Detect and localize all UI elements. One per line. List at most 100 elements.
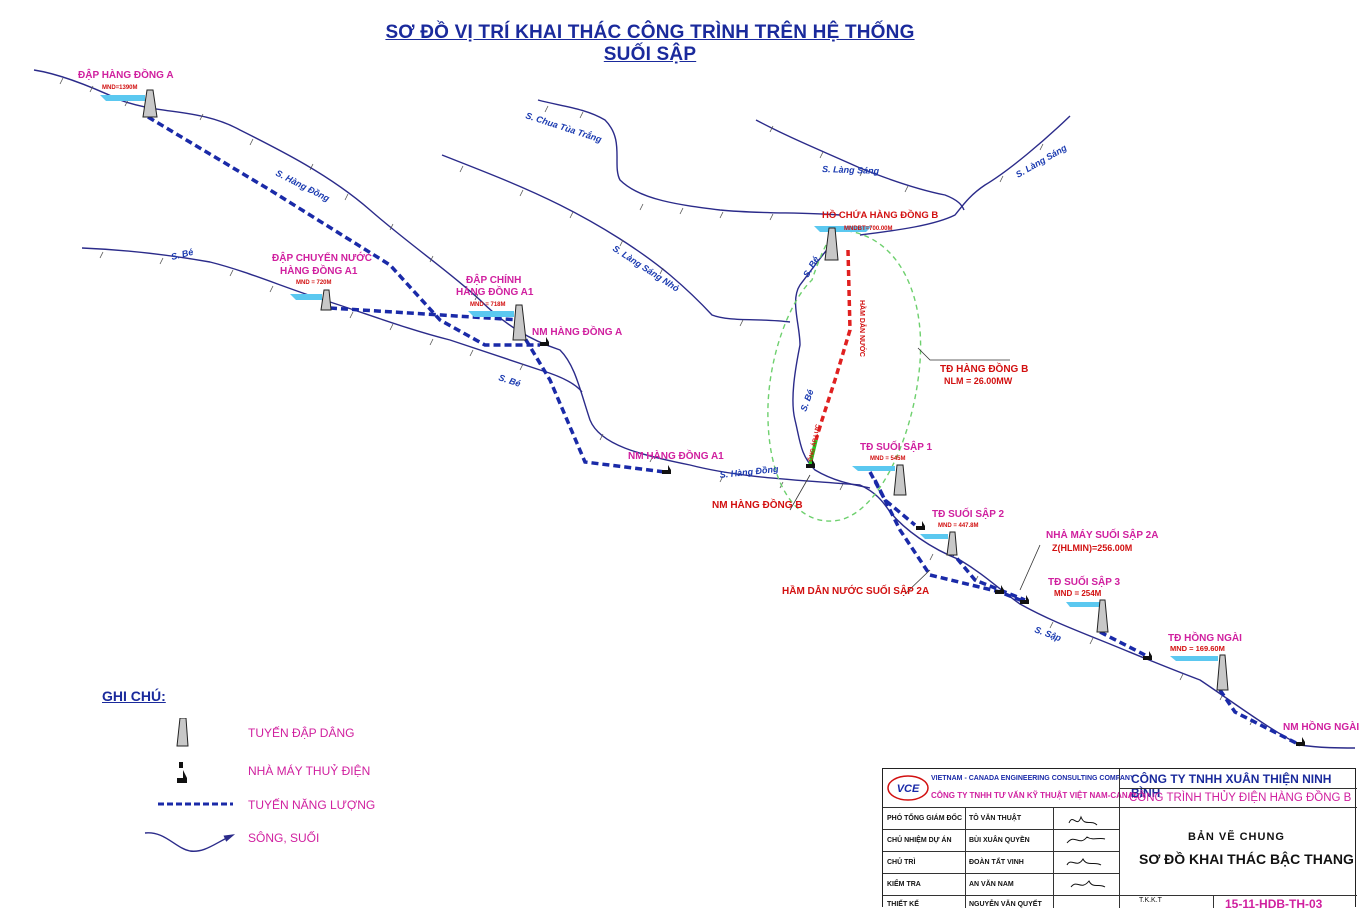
project-boundary-hang-dong-b bbox=[767, 229, 922, 522]
label-td-hong-ngai: TĐ HỒNG NGÀI bbox=[1168, 631, 1242, 644]
river-label-sap: S. Sập bbox=[1033, 624, 1063, 643]
river-lang-song-nho bbox=[441, 154, 791, 323]
reservoir-hang-dong-a1-main bbox=[468, 311, 514, 317]
river-label-chua-tua-trang: S. Chua Tủa Trắng bbox=[524, 109, 603, 144]
dam-hang-dong-a bbox=[142, 89, 158, 118]
legend-title: GHI CHÚ: bbox=[102, 688, 166, 704]
river-label-be-2: S. Bé bbox=[497, 372, 522, 388]
reservoir-suoi-sap-1 bbox=[852, 466, 895, 471]
drawing-type: BẢN VẼ CHUNG bbox=[1188, 831, 1285, 843]
label-nha-may-suoi-sap-2a: NHÀ MÁY SUỐI SẬP 2A bbox=[1046, 527, 1158, 541]
reservoir-hong-ngai bbox=[1170, 656, 1218, 661]
energy-lines bbox=[147, 115, 1301, 747]
dam-hang-dong-b bbox=[824, 227, 839, 261]
river-lang-sang-right bbox=[859, 115, 1071, 236]
legend-label-powerplant: NHÀ MÁY THUỶ ĐIỆN bbox=[248, 764, 371, 778]
river-hang-dong bbox=[33, 69, 1356, 749]
energy-line-suoi-sap-1 bbox=[868, 471, 917, 527]
label-td-suoi-sap-2-mnd: MND = 447.8M bbox=[938, 523, 979, 529]
river-lang-sang bbox=[755, 119, 965, 211]
label-dap-chinh-2: HÀNG ĐỒNG A1 bbox=[456, 285, 534, 298]
vce-logo-icon: VCE bbox=[887, 775, 929, 801]
name-1: TÔ VĂN THUẬT bbox=[969, 815, 1022, 822]
legend-item-river: SÔNG, SUỐI bbox=[100, 823, 420, 853]
label-ho-chua-mnd: MNDBT=700.00M bbox=[844, 226, 893, 232]
powerplant-suoi-sap-2a bbox=[1020, 595, 1029, 604]
label-td-suoi-sap-1: TĐ SUỐI SẬP 1 bbox=[860, 439, 932, 453]
role-4: KIỂM TRA bbox=[887, 881, 921, 888]
label-dap-hang-dong-a-mnd: MND=1390M bbox=[102, 85, 138, 91]
energy-line-suoi-sap-2 bbox=[948, 548, 1026, 602]
page-title: SƠ ĐỒ VỊ TRÍ KHAI THÁC CÔNG TRÌNH TRÊN H… bbox=[385, 22, 915, 65]
powerplant-suoi-sap-3 bbox=[1143, 651, 1152, 660]
reservoirs bbox=[100, 95, 1218, 661]
river-label-be-4: S. Bé bbox=[798, 388, 815, 413]
energy-line-suoi-sap-3 bbox=[1099, 630, 1146, 657]
name-5: NGUYỄN VĂN QUYẾT bbox=[969, 901, 1042, 908]
label-nm-hong-ngai: NM HỒNG NGÀI bbox=[1283, 720, 1359, 733]
legend-item-dam: TUYẾN ĐẬP DÂNG bbox=[100, 718, 420, 748]
bank-hatching bbox=[59, 77, 1254, 726]
river-label-be-3: S. Bé bbox=[801, 255, 821, 279]
river-label-be-1: S. Bé bbox=[170, 247, 194, 262]
river-be-left bbox=[81, 247, 583, 393]
title-block: VCE VIETNAM - CANADA ENGINEERING CONSULT… bbox=[882, 768, 1357, 911]
label-td-suoi-sap-2: TĐ SUỐI SẬP 2 bbox=[932, 506, 1004, 520]
reservoir-suoi-sap-3 bbox=[1066, 602, 1100, 607]
river-icon bbox=[144, 832, 236, 852]
dam-hong-ngai bbox=[1216, 654, 1229, 691]
role-1: PHÓ TỔNG GIÁM ĐỐC bbox=[887, 815, 963, 822]
river-network bbox=[33, 69, 1356, 749]
label-nm-hang-dong-b: NM HÀNG ĐỒNG B bbox=[712, 498, 803, 511]
reservoir-suoi-sap-2 bbox=[920, 534, 948, 539]
reservoir-hang-dong-a1-diversion bbox=[290, 294, 322, 300]
energy-line-hong-ngai bbox=[1218, 689, 1301, 747]
role-3: CHỦ TRÌ bbox=[887, 859, 916, 866]
drawing-code: 15-11-HDB-TH-03 bbox=[1225, 897, 1323, 911]
name-4: AN VĂN NAM bbox=[969, 881, 1014, 888]
label-dap-hang-dong-a: ĐẬP HÀNG ĐỒNG A bbox=[78, 68, 174, 81]
energy-line-hang-dong-a1-diversion bbox=[329, 306, 521, 322]
role-2: CHỦ NHIỆM DỰ ÁN bbox=[887, 837, 952, 844]
name-3: ĐOÀN TẤT VINH bbox=[969, 859, 1024, 866]
drawing-title: SƠ ĐỒ KHAI THÁC BẬC THANG bbox=[1139, 851, 1354, 867]
label-dap-chinh-mnd: MND = 718M bbox=[470, 302, 506, 308]
label-nm-hang-dong-a: NM HÀNG ĐỒNG A bbox=[532, 325, 622, 338]
power-plants bbox=[540, 337, 1305, 746]
label-td-suoi-sap-3: TĐ SUỐI SẬP 3 bbox=[1048, 574, 1120, 588]
river-label-lang-song-nho: S. Làng Sáng Nhỏ bbox=[611, 243, 681, 294]
label-td-hong-ngai-mnd: MND = 169.60M bbox=[1170, 644, 1225, 653]
powerplant-suoi-sap-1 bbox=[916, 521, 925, 530]
dams bbox=[142, 89, 1229, 691]
project-name: CÔNG TRÌNH THỦY ĐIỆN HÀNG ĐỒNG B bbox=[1129, 792, 1352, 804]
energy-line-hang-dong-a1 bbox=[518, 329, 666, 474]
legend-label-river: SÔNG, SUỐI bbox=[248, 831, 320, 845]
dam-suoi-sap-3 bbox=[1096, 599, 1109, 633]
label-ho-chua-hang-dong-b: HỒ CHỨA HÀNG ĐỒNG B bbox=[822, 209, 938, 221]
powerplant-hang-dong-a1 bbox=[662, 465, 671, 474]
label-dap-chuyen-nuoc-1: ĐẬP CHUYỂN NƯỚC bbox=[272, 251, 372, 264]
dam-hang-dong-a1-diversion bbox=[320, 289, 332, 311]
consultant-en: VIETNAM - CANADA ENGINEERING CONSULTING … bbox=[931, 775, 1135, 782]
dam-icon bbox=[176, 718, 189, 747]
powerplant-hong-ngai bbox=[1296, 737, 1305, 746]
company-name: CÔNG TY TNHH XUÂN THIỆN NINH BÌNH bbox=[1131, 772, 1332, 800]
label-ham-dan-nuoc: HẦM DẪN NƯỚC bbox=[858, 300, 868, 357]
role-5: THIẾT KẾ bbox=[887, 901, 919, 908]
powerplant-suoi-sap-2 bbox=[995, 585, 1004, 594]
legend-item-energy-line: TUYẾN NĂNG LƯỢNG bbox=[100, 790, 420, 820]
label-td-suoi-sap-1-mnd: MND = 545M bbox=[870, 456, 906, 462]
energy-line-icon bbox=[158, 802, 233, 806]
label-ham-dan-nuoc-suoi-sap-2a: HẦM DẪN NƯỚC SUỐI SẬP 2A bbox=[782, 583, 929, 597]
penstock-hang-dong-b bbox=[808, 439, 818, 466]
leader-lines bbox=[789, 347, 1041, 595]
energy-line-hang-dong-a bbox=[147, 115, 540, 347]
label-td-hang-dong-b: TĐ HÀNG ĐỒNG B bbox=[940, 362, 1028, 375]
dam-suoi-sap-2 bbox=[946, 531, 958, 556]
label-dap-chinh-1: ĐẬP CHÍNH bbox=[466, 273, 521, 286]
design-stage: T.K.K.T bbox=[1139, 897, 1162, 904]
name-2: BÙI XUÂN QUYỀN bbox=[969, 837, 1030, 844]
logo-text: VCE bbox=[897, 783, 920, 795]
legend-item-powerplant: NHÀ MÁY THUỶ ĐIỆN bbox=[100, 756, 420, 786]
label-dap-chuyen-nuoc-2: HÀNG ĐỒNG A1 bbox=[280, 264, 358, 277]
